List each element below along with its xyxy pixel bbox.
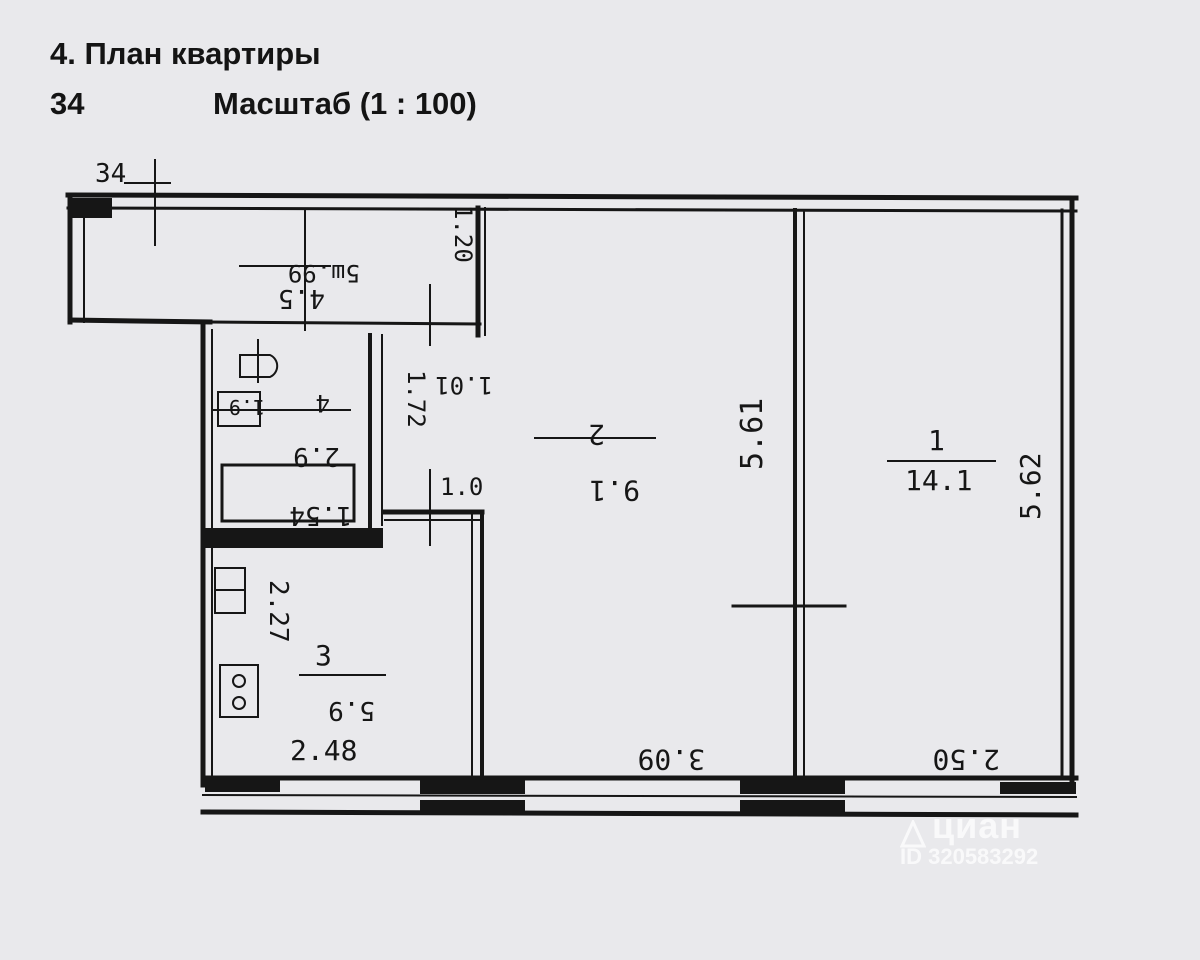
- room-bath-name: 4: [316, 389, 330, 417]
- dim-1-20: 1.20: [449, 205, 477, 263]
- scale-label: Масштаб (1 : 100): [213, 86, 477, 121]
- top-wall-outer: [65, 192, 1079, 201]
- room-bath-area: 2.9: [293, 441, 340, 471]
- apartment-number: 34: [50, 86, 85, 121]
- dim-1-0: 1.0: [440, 473, 483, 501]
- room-2-name: 2: [588, 418, 605, 451]
- bath-bottom-wall: [205, 528, 383, 548]
- room-kitchen-area: 5.9: [328, 695, 375, 725]
- dim-2-48: 2.48: [290, 734, 357, 767]
- dim-1-01: 1.01: [435, 371, 493, 399]
- balcony-bottom-wall: [67, 317, 213, 325]
- plan-title: 4. План квартиры: [50, 36, 321, 71]
- watermark: циан ID 320583292: [900, 805, 1038, 870]
- dim-5-62: 5.62: [1014, 453, 1047, 520]
- dim-1-54: 1.54: [289, 500, 352, 530]
- dim-2-50: 2.50: [933, 743, 1000, 776]
- dim-1-9: 1.9: [229, 395, 265, 419]
- room-1-area: 14.1: [905, 464, 972, 497]
- dim-5-61: 5.61: [735, 398, 770, 470]
- dim-3-09: 3.09: [638, 743, 705, 776]
- dim-1-72: 1.72: [402, 370, 430, 428]
- top-wall-inner: [66, 206, 1078, 213]
- room-balcony-name: 5ш.99: [288, 259, 360, 287]
- stove: [219, 664, 259, 718]
- bathtub: [220, 463, 356, 523]
- bottom-wall-outer: [200, 809, 1079, 818]
- sink: [217, 391, 261, 427]
- window-blocks: [205, 780, 1076, 814]
- room-2-area: 9.1: [589, 474, 640, 507]
- room-kitchen-name: 3: [315, 639, 332, 672]
- dim-2-27: 2.27: [263, 580, 293, 643]
- balcony-corner-block: [70, 198, 112, 218]
- room-balcony-area: 4.5: [278, 283, 325, 313]
- toilet: [239, 354, 279, 378]
- watermark-id: ID 320583292: [900, 843, 1039, 869]
- room-1-name: 1: [928, 424, 945, 457]
- corner-label: 34: [95, 159, 126, 189]
- cian-logo-icon: [900, 819, 926, 848]
- watermark-brand: циан: [932, 805, 1023, 846]
